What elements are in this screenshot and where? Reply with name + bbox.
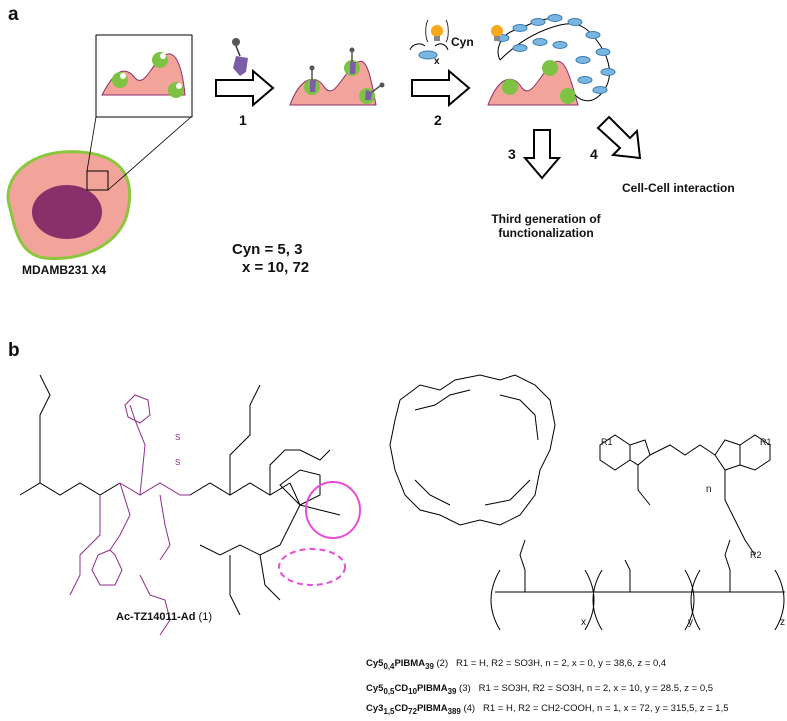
panel-a-scheme	[6, 14, 642, 261]
outcome-third-generation: Third generation of functionalization	[466, 212, 626, 240]
whole-cell	[6, 116, 192, 261]
compound-4-sub2: 389	[447, 706, 461, 716]
compound-3-name: Cy5	[366, 683, 384, 694]
ligand-icon	[232, 38, 248, 76]
cyanine-dye	[599, 434, 771, 556]
svg-text:S: S	[175, 433, 180, 442]
compound-4-name: Cy3	[366, 703, 384, 714]
compound-2-params: R1 = H, R2 = SO3H, n = 2, x = 0, y = 38,…	[456, 658, 667, 669]
compound-4-number: (4)	[463, 703, 476, 714]
polymer-x-label: x	[434, 56, 440, 67]
adamantane-highlight	[305, 481, 361, 539]
step-3-label: 3	[508, 146, 516, 162]
compound-3-number: (3)	[459, 683, 471, 694]
svg-text:S: S	[175, 458, 180, 467]
compound-2-sub1: 0,4	[383, 661, 395, 671]
compound-2-name: Cy5	[366, 658, 384, 669]
dye-r1-right: R1	[760, 437, 772, 447]
compound-row-2: Cy50,4PIBMA39 (2) R1 = H, R2 = SO3H, n =…	[366, 658, 666, 671]
dye-r2: R2	[750, 550, 762, 560]
compound-3-tail: PIBMA	[416, 683, 448, 694]
arrow-step-3	[522, 129, 562, 180]
outcome-third-generation-line1: Third generation of	[491, 212, 601, 226]
compound-2-mid: PIBMA	[394, 658, 426, 669]
outcome-cell-cell: Cell-Cell interaction	[622, 181, 735, 195]
step-2-label: 2	[434, 112, 442, 128]
panel-b-label: b	[8, 340, 20, 361]
compound-3-sub2: 39	[447, 686, 457, 696]
polymer-z-subscript: z	[780, 617, 785, 628]
polymer-x-subscript: x	[581, 617, 586, 628]
dye-r1-left: R1	[601, 437, 613, 447]
step-1-label: 1	[239, 112, 247, 128]
panel-a-label: a	[8, 4, 19, 25]
peptide-structure: S S	[19, 374, 361, 636]
compound-4-params: R1 = H, R2 = CH2-COOH, n = 1, x = 72, y …	[482, 703, 729, 714]
compound-4-sub1: 1,5	[383, 706, 395, 716]
membrane-zoom-box	[95, 34, 193, 118]
compound-row-4: Cy31,5CD72PIBMA389 (4) R1 = H, R2 = CH2-…	[366, 703, 729, 716]
compound-4-subcd: 72	[408, 706, 417, 716]
polymer-structure	[389, 374, 785, 631]
polymer-icon	[409, 19, 449, 60]
peptide-number: (1)	[198, 611, 212, 623]
step-4-label: 4	[590, 146, 598, 162]
polymer-cyn-label: Cyn	[451, 35, 474, 49]
arrow-step-1	[215, 68, 275, 108]
compound-3-mid: CD	[394, 683, 409, 694]
peptide-name: Ac-TZ14011-Ad (1)	[116, 611, 212, 623]
cell-line-label: MDAMB231 X4	[22, 263, 107, 277]
arrow-step-2	[411, 68, 471, 108]
polymer-y-subscript: y	[688, 617, 693, 628]
tyrosine-highlight	[278, 548, 346, 586]
compound-2-sub2: 39	[425, 661, 434, 671]
compound-3-sub1: 0,5	[383, 686, 395, 696]
compound-3-subcd: 10	[408, 686, 417, 696]
cyn-parameter: Cyn = 5, 3	[232, 241, 303, 258]
compound-4-tail: PIBMA	[416, 703, 448, 714]
cyclodextrin-ring	[389, 374, 556, 526]
outcome-third-generation-line2: functionalization	[498, 226, 594, 240]
x-parameter: x = 10, 72	[242, 259, 310, 276]
nucleus	[32, 185, 102, 239]
arrow-step-4	[596, 115, 642, 160]
compound-3-params: R1 = SO3H, R2 = SO3H, n = 2, x = 10, y =…	[478, 683, 714, 694]
polymer-backbone	[490, 539, 785, 631]
membrane-ligand-bound	[289, 47, 385, 106]
dye-n-label: n	[706, 484, 712, 495]
membrane-functionalized	[487, 14, 616, 106]
compound-row-3: Cy50,5CD10PIBMA39 (3) R1 = SO3H, R2 = SO…	[366, 683, 713, 696]
compound-2-number: (2)	[436, 658, 449, 669]
compound-4-mid: CD	[394, 703, 409, 714]
peptide-name-text: Ac-TZ14011-Ad	[116, 611, 196, 623]
